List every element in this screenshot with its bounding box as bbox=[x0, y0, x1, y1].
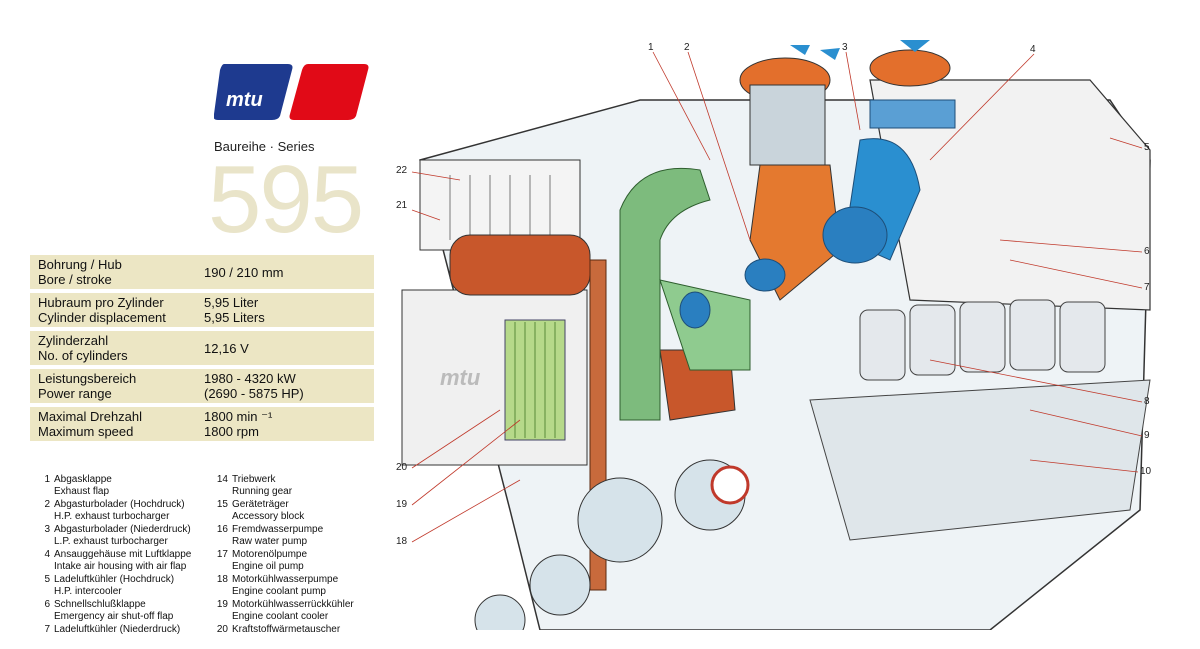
legend-number: 14 bbox=[216, 474, 228, 485]
callout-7: 7 bbox=[1144, 282, 1150, 293]
legend-number: 17 bbox=[216, 549, 228, 560]
callout-19: 19 bbox=[396, 499, 408, 510]
legend-en: Engine coolant cooler bbox=[232, 610, 329, 622]
callout-5: 5 bbox=[1144, 142, 1150, 153]
legend-en: Engine oil pump bbox=[232, 560, 304, 572]
legend-item: 3 Abgasturbolader (Niederdruck)L.P. exhau… bbox=[42, 524, 222, 549]
legend-en: Running gear bbox=[232, 485, 293, 497]
callout-3: 3 bbox=[842, 42, 848, 53]
housing-mtu-text: mtu bbox=[440, 365, 481, 390]
legend-number: 5 bbox=[44, 574, 50, 585]
legend-en: H.P. intercooler bbox=[54, 585, 122, 597]
spec-label-de: Hubraum pro Zylinder bbox=[38, 295, 164, 310]
callout-1: 1 bbox=[648, 42, 654, 53]
spec-value: 5,95 Liter bbox=[204, 295, 259, 310]
legend-de: Motorkühlwasserrückkühler bbox=[232, 599, 354, 610]
legend-number: 19 bbox=[216, 599, 228, 610]
spec-label-de: Leistungsbereich bbox=[38, 371, 137, 386]
series-label: Baureihe · Series bbox=[214, 139, 315, 154]
legend-de: Ansauggehäuse mit Luftklappe bbox=[54, 549, 192, 560]
legend-en: L.P. exhaust turbocharger bbox=[54, 535, 168, 547]
legend-number: 6 bbox=[44, 599, 50, 610]
legend-de: Fremdwasserpumpe bbox=[232, 524, 324, 535]
spec-value: 1980 - 4320 kW bbox=[204, 371, 296, 386]
spec-label-en: No. of cylinders bbox=[38, 348, 128, 363]
spec-value-2: 5,95 Liters bbox=[204, 310, 265, 325]
spec-label-en: Cylinder displacement bbox=[38, 310, 166, 325]
callout-21: 21 bbox=[396, 200, 408, 211]
legend-number: 16 bbox=[216, 524, 228, 535]
callout-2: 2 bbox=[684, 42, 690, 53]
callout-18: 18 bbox=[396, 536, 408, 547]
callout-10: 10 bbox=[1140, 466, 1152, 477]
spec-label-en: Maximum speed bbox=[38, 424, 134, 439]
callout-4: 4 bbox=[1030, 44, 1036, 55]
legend-en: Engine coolant pump bbox=[232, 585, 326, 597]
legend-de: Triebwerk bbox=[232, 474, 276, 485]
legend-de: Geräteträger bbox=[232, 499, 289, 510]
spec-value: 1800 min ⁻¹ bbox=[204, 409, 273, 424]
callout-8: 8 bbox=[1144, 396, 1150, 407]
legend-item: 2 Abgasturbolader (Hochdruck)H.P. exhaust… bbox=[42, 499, 222, 524]
legend-de: Motorenölpumpe bbox=[232, 549, 308, 560]
engine-cutaway-illustration: mtu bbox=[390, 40, 1200, 646]
legend-number: 2 bbox=[44, 499, 50, 510]
mtu-logo: mtu bbox=[213, 62, 370, 122]
callout-20: 20 bbox=[396, 462, 408, 473]
legend-de: Abgasturbolader (Niederdruck) bbox=[54, 524, 191, 535]
legend-en: Exhaust flap bbox=[54, 485, 110, 497]
legend-number: 3 bbox=[44, 524, 50, 535]
legend-number: 15 bbox=[216, 499, 228, 510]
spec-label-en: Power range bbox=[38, 386, 112, 401]
series-number: 595 bbox=[208, 146, 364, 253]
spec-value-2: 1800 rpm bbox=[204, 424, 259, 439]
legend-en: H.P. exhaust turbocharger bbox=[54, 510, 170, 522]
legend-number: 1 bbox=[44, 474, 50, 485]
spec-value: 190 / 210 mm bbox=[204, 264, 284, 280]
callout-6: 6 bbox=[1144, 246, 1150, 257]
legend-en: Raw water pump bbox=[232, 535, 308, 547]
legend-item: 5 Ladeluftkühler (Hochdruck)H.P. intercoo… bbox=[42, 574, 222, 599]
spec-label-de: Bohrung / Hub bbox=[38, 257, 122, 272]
legend-de: Motorkühlwasserpumpe bbox=[232, 574, 339, 585]
logo-text: mtu bbox=[226, 89, 263, 111]
legend-de: Abgasturbolader (Hochdruck) bbox=[54, 499, 185, 510]
spec-value-2: (2690 - 5875 HP) bbox=[204, 386, 304, 401]
legend-en: Intake air housing with air flap bbox=[54, 560, 187, 572]
spec-label-de: Maximal Drehzahl bbox=[38, 409, 143, 424]
legend-number: 18 bbox=[216, 574, 228, 585]
spec-label-en: Bore / stroke bbox=[38, 272, 112, 287]
callout-9: 9 bbox=[1144, 430, 1150, 441]
spec-value: 12,16 V bbox=[204, 340, 249, 356]
legend-number: 4 bbox=[44, 549, 50, 560]
spec-label-de: Zylinderzahl bbox=[38, 333, 109, 348]
legend-number: 20 bbox=[216, 624, 228, 635]
callout-22: 22 bbox=[396, 165, 408, 176]
legend-en: Accessory block bbox=[232, 510, 305, 522]
legend-de: Schnellschlußklappe bbox=[54, 599, 146, 610]
legend-de: Ladeluftkühler (Hochdruck) bbox=[54, 574, 175, 585]
legend-number: 7 bbox=[44, 624, 50, 635]
legend-en: Emergency air shut-off flap bbox=[54, 610, 174, 622]
legend-de: Abgasklappe bbox=[54, 474, 112, 485]
